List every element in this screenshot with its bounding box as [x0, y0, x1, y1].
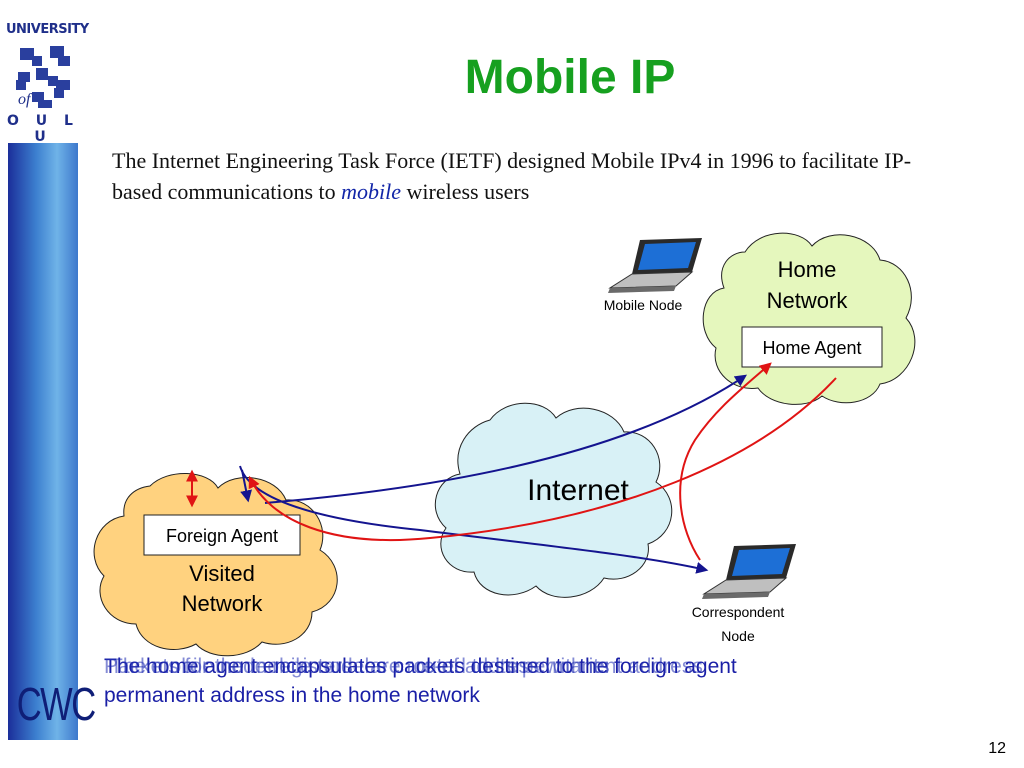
home-agent-box [741, 326, 883, 368]
logo-oulu-text: O U L U [7, 113, 79, 145]
mobile-node-arrow [240, 469, 253, 503]
home-network-label-2: Network [767, 288, 849, 313]
intro-text: The Internet Engineering Task Force (IET… [112, 148, 912, 204]
caption-overlay-2: The mobile node registers the care-of ad… [110, 655, 610, 678]
logo-of-text: of [18, 91, 33, 108]
slide-title: Mobile IP [464, 51, 676, 104]
caption: The home agent encapsulates packets dest… [104, 652, 904, 710]
sidebar-decoration [8, 143, 78, 740]
intro-paragraph: The Internet Engineering Task Force (IET… [112, 145, 932, 207]
caption-overlay-1: Packets for the mobile node are routed t… [104, 655, 703, 678]
logo-university-text: UNIVERSITY [6, 22, 89, 37]
visited-network-label-1: Visited [189, 561, 255, 586]
correspondent-node-label-1: Correspondent [692, 604, 785, 620]
intro-text-end: wireless users [401, 179, 530, 204]
visited-network-label-2: Network [182, 591, 264, 616]
packet-to-home-arrow [679, 362, 772, 561]
caption-line-1: The home agent encapsulates packets dest… [104, 655, 737, 678]
home-agent-label: Home Agent [762, 338, 861, 358]
caption-line-2: permanent address in the home network [104, 684, 480, 707]
mobile-node-laptop-icon [608, 238, 702, 293]
foreign-agent-box [143, 514, 301, 556]
correspondent-node-label-2: Node [721, 628, 755, 644]
university-logo: UNIVERSITY of O U L U [0, 0, 89, 145]
home-network-label-1: Home [778, 257, 837, 282]
registration-arrow [264, 374, 747, 504]
internet-cloud [434, 402, 673, 598]
mobile-node-label: Mobile Node [604, 297, 683, 313]
correspondent-node-laptop-icon [702, 544, 796, 599]
reply-arrow [239, 465, 709, 574]
logo-emblem-icon: of [10, 42, 76, 112]
internet-label: Internet [527, 474, 629, 507]
tunnel-arrow [248, 377, 837, 542]
page-number: 12 [988, 740, 1006, 757]
foreign-agent-label: Foreign Agent [166, 526, 278, 546]
intro-emphasis: mobile [341, 179, 402, 204]
